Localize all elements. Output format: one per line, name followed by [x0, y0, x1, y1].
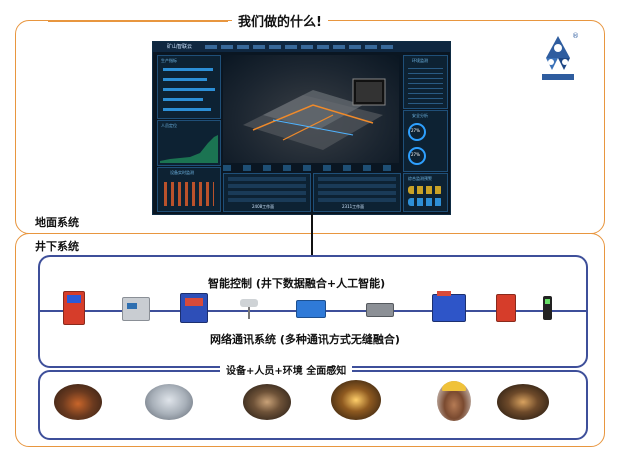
mine-headframe-photo [145, 384, 193, 420]
table-rows-left [228, 177, 306, 203]
right-panel-bottom-title: 安全分析 [412, 113, 428, 118]
bottom-mid-right-panel: 2311工作面 [313, 173, 401, 212]
bar-4 [163, 98, 203, 101]
power-unit-image [432, 291, 466, 322]
coal-face-photo [497, 384, 549, 420]
status-dots [408, 186, 443, 194]
env-list [408, 68, 443, 104]
network-title: 网络通讯系统 (多种通讯方式无缝融合) [210, 333, 400, 346]
underground-label: 井下系统 [35, 240, 79, 253]
workface-left-label: 2408工作面 [252, 204, 275, 209]
miner-photo [437, 381, 471, 421]
left-panel-bottom-title: 设备实时监测 [170, 170, 194, 175]
gauge-2-value: 27% [411, 152, 420, 157]
dashboard-screen: 矿山智联云 生产指标 人员定位 设备实时监测 2408工 [152, 41, 451, 215]
bar-chart [164, 182, 214, 206]
company-logo: ® [536, 32, 580, 86]
switch-box-image [180, 293, 208, 323]
right-panel-top-title: 环境监测 [412, 58, 428, 63]
connector-line [311, 214, 313, 256]
bar-1 [163, 68, 213, 71]
bar-2 [163, 78, 207, 81]
mine-control-box-image [63, 291, 85, 325]
bottom-mid-left-panel: 2408工作面 [223, 173, 311, 212]
title-line-left [48, 20, 228, 22]
gauge-2 [408, 147, 426, 165]
bar-5 [163, 108, 211, 111]
gauge-1 [408, 123, 426, 141]
smart-control-title: 智能控制 (井下数据融合+人工智能) [208, 277, 386, 290]
right-panel-bottom: 安全分析 27% 27% [403, 110, 448, 172]
dashboard-app-title: 矿山智联云 [167, 44, 193, 50]
perception-title: 设备+人员+环境 全面感知 [220, 362, 353, 377]
workface-right-label: 2311工作面 [342, 204, 365, 209]
sensor-unit-image [296, 300, 326, 318]
table-rows-right [318, 177, 396, 203]
dashboard-nav [205, 45, 395, 49]
status-dots-2 [408, 198, 443, 206]
tunnel-photo [243, 384, 291, 420]
camera-image [240, 295, 262, 321]
center-status-row [223, 165, 399, 171]
bottom-right-title: 综合监测预警 [408, 176, 432, 181]
mine-3d-model [243, 78, 386, 150]
gauge-1-value: 27% [411, 128, 420, 133]
left-panel-bottom: 设备实时监测 [157, 167, 221, 212]
left-panel-mid-title: 人员定位 [161, 123, 177, 128]
mining-machine-photo [331, 380, 381, 420]
center-3d-view [223, 55, 399, 163]
underground-frame [15, 233, 605, 447]
right-panel-top: 环境监测 [403, 55, 448, 109]
left-panel-top: 生产指标 [157, 55, 221, 119]
left-panel-mid: 人员定位 [157, 120, 221, 166]
area-chart [160, 135, 218, 163]
equipment-photo-1 [54, 384, 102, 420]
bar-3 [163, 88, 215, 91]
logo-registered-mark: ® [572, 32, 579, 40]
network-switch-image [366, 303, 394, 317]
smart-control-box [38, 255, 588, 313]
explosion-proof-box-image [496, 294, 516, 322]
header-title: 我们做的什么! [232, 11, 328, 30]
junction-box-image [122, 297, 150, 321]
handheld-device-image [543, 296, 552, 320]
surface-label: 地面系统 [35, 216, 79, 229]
left-panel-top-title: 生产指标 [161, 58, 177, 63]
bottom-right-panel: 综合监测预警 [403, 173, 448, 212]
